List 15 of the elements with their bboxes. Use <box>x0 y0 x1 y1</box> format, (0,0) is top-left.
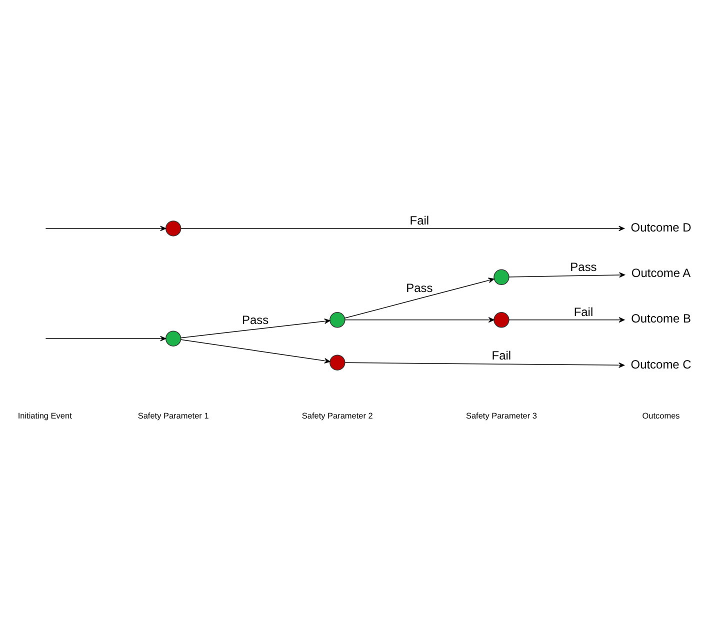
edge-label: Fail <box>410 213 430 228</box>
node-text: Outcome C <box>630 356 692 371</box>
label: Initiating Event <box>18 411 72 420</box>
edge-label: Fail <box>574 304 594 318</box>
node-text: Outcome D <box>630 220 692 234</box>
edge-label: Pass <box>406 280 433 295</box>
edge-label: Fail <box>492 348 512 362</box>
node-text: Outcome A <box>631 266 691 280</box>
label: Outcomes <box>642 411 680 420</box>
edge-label: Pass <box>242 312 269 327</box>
node-text: Outcome B <box>631 311 691 326</box>
label: Safety Parameter 1 <box>138 411 209 420</box>
edge-label: Pass <box>570 260 597 274</box>
label: Safety Parameter 2 <box>302 411 373 420</box>
label: Safety Parameter 3 <box>466 411 537 420</box>
